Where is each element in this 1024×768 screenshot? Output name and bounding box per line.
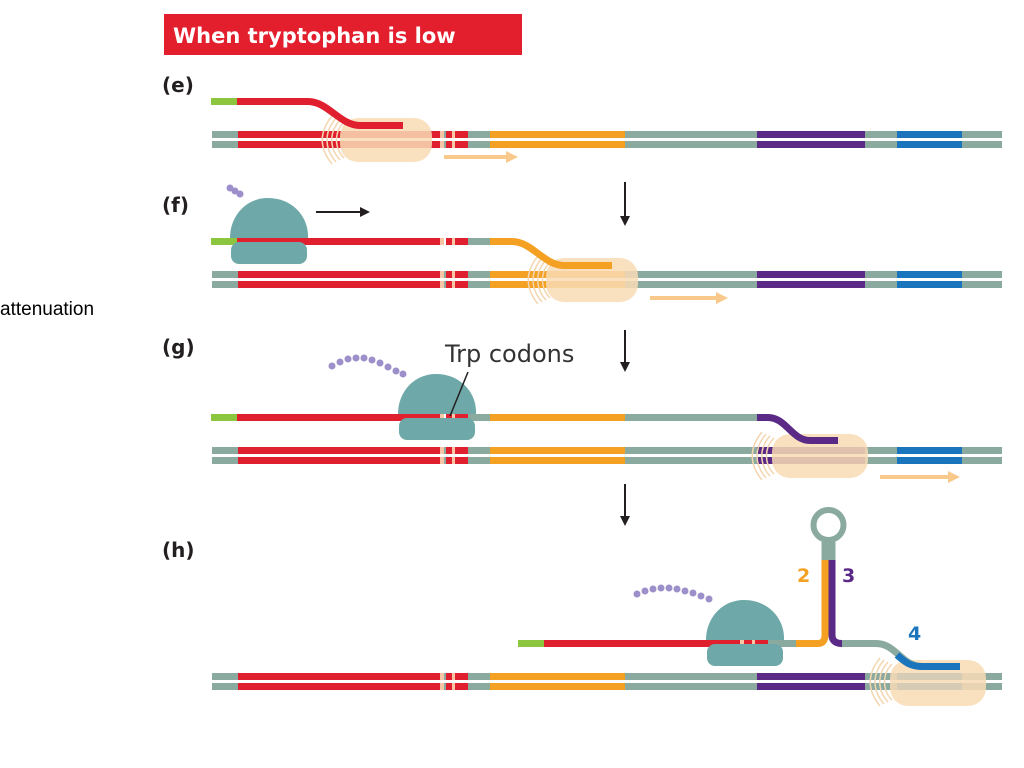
title-text: When tryptophan is low — [173, 24, 456, 48]
peptide-chain-f — [226, 184, 244, 198]
panel-g: (g) — [162, 335, 1002, 481]
panel-e: (e) — [162, 73, 1002, 165]
panel-label-e: (e) — [162, 73, 194, 97]
panel-f: (f) — [162, 184, 1002, 305]
peptide-chain-h — [633, 584, 713, 603]
mrna-transcript-f — [211, 238, 612, 269]
mrna-transcript-h — [518, 507, 960, 670]
rna-polymerase-h — [869, 657, 986, 707]
panel-label-f: (f) — [162, 193, 189, 217]
panel-h: (h) — [162, 507, 1002, 707]
panel-label-h: (h) — [162, 538, 195, 562]
region-label-3: 3 — [842, 565, 855, 587]
ribosome-g — [398, 374, 476, 440]
mrna-transcript-g — [211, 414, 838, 444]
title-banner: When tryptophan is low — [164, 14, 522, 55]
panel-label-g: (g) — [162, 335, 195, 359]
mrna-transcript-e — [211, 98, 403, 129]
dna-double-strand-e — [212, 131, 1002, 148]
ribosome-h — [706, 600, 784, 666]
region-label-2: 2 — [797, 565, 810, 587]
trp-codons-callout: Trp codons — [444, 340, 574, 368]
region-label-4: 4 — [908, 623, 921, 645]
trp-codons-pointer — [449, 371, 469, 417]
rna-polymerase-g — [751, 431, 868, 481]
dna-double-strand-h — [212, 673, 1002, 690]
peptide-chain-g — [328, 354, 407, 378]
ribosome-f — [230, 198, 308, 264]
side-label-attenuation: attenuation — [0, 299, 94, 320]
dna-double-strand-g — [212, 447, 1002, 464]
